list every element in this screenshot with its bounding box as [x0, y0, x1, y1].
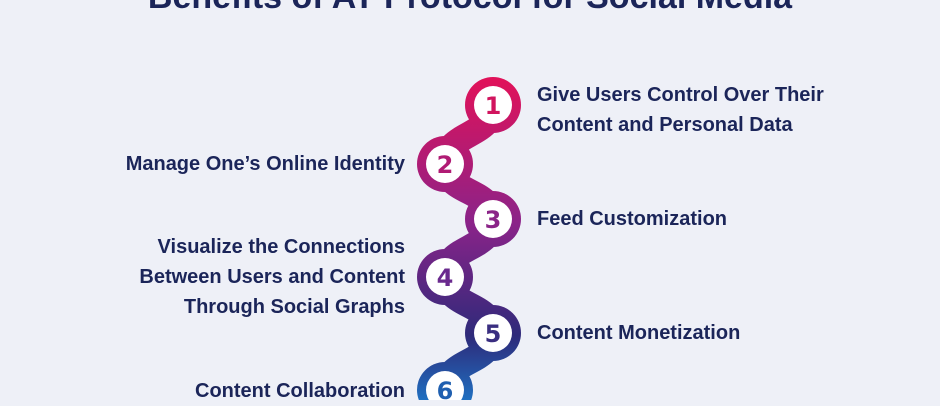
step-number-2: 2	[437, 151, 454, 179]
step-number-4: 4	[437, 264, 454, 292]
step-node-4: 4	[417, 249, 473, 305]
step-number-1: 1	[485, 92, 502, 120]
step-label-2: Manage One’s Online Identity	[126, 149, 405, 179]
step-label-4-line-3: Through Social Graphs	[183, 296, 405, 318]
step-label-5: Content Monetization	[537, 318, 740, 348]
step-badge-1	[474, 86, 512, 124]
step-node-6: 6	[417, 362, 473, 400]
step-label-1-line-1: Give Users Control Over Their	[537, 84, 824, 106]
chain-nodes: 1 2 3 4 5 6	[417, 77, 521, 400]
step-badge-5	[474, 314, 512, 352]
step-badge-3	[474, 200, 512, 238]
step-badge-4	[426, 258, 464, 296]
step-label-1-line-2: Content and Personal Data	[537, 114, 793, 136]
step-label-3-line-1: Feed Customization	[537, 208, 728, 230]
step-node-1: 1	[465, 77, 521, 133]
step-badge-2	[426, 145, 464, 183]
step-node-3: 3	[465, 191, 521, 247]
step-number-3: 3	[485, 206, 502, 234]
step-label-5-line-1: Content Monetization	[537, 322, 741, 344]
step-number-6: 6	[437, 377, 454, 400]
step-label-4-line-2: Between Users and Content	[139, 266, 405, 288]
page-title: Benefits of AT Protocol for Social Media	[0, 0, 940, 17]
step-label-3: Feed Customization	[537, 204, 727, 234]
step-label-4-line-1: Visualize the Connections	[157, 236, 405, 258]
step-number-5: 5	[485, 320, 502, 348]
step-label-6-line-1: Content Collaboration	[195, 380, 405, 402]
step-label-6: Content Collaboration	[195, 376, 405, 406]
step-node-2: 2	[417, 136, 473, 192]
step-label-2-line-1: Manage One’s Online Identity	[125, 153, 405, 175]
step-badge-6	[426, 371, 464, 400]
step-node-5: 5	[465, 305, 521, 361]
